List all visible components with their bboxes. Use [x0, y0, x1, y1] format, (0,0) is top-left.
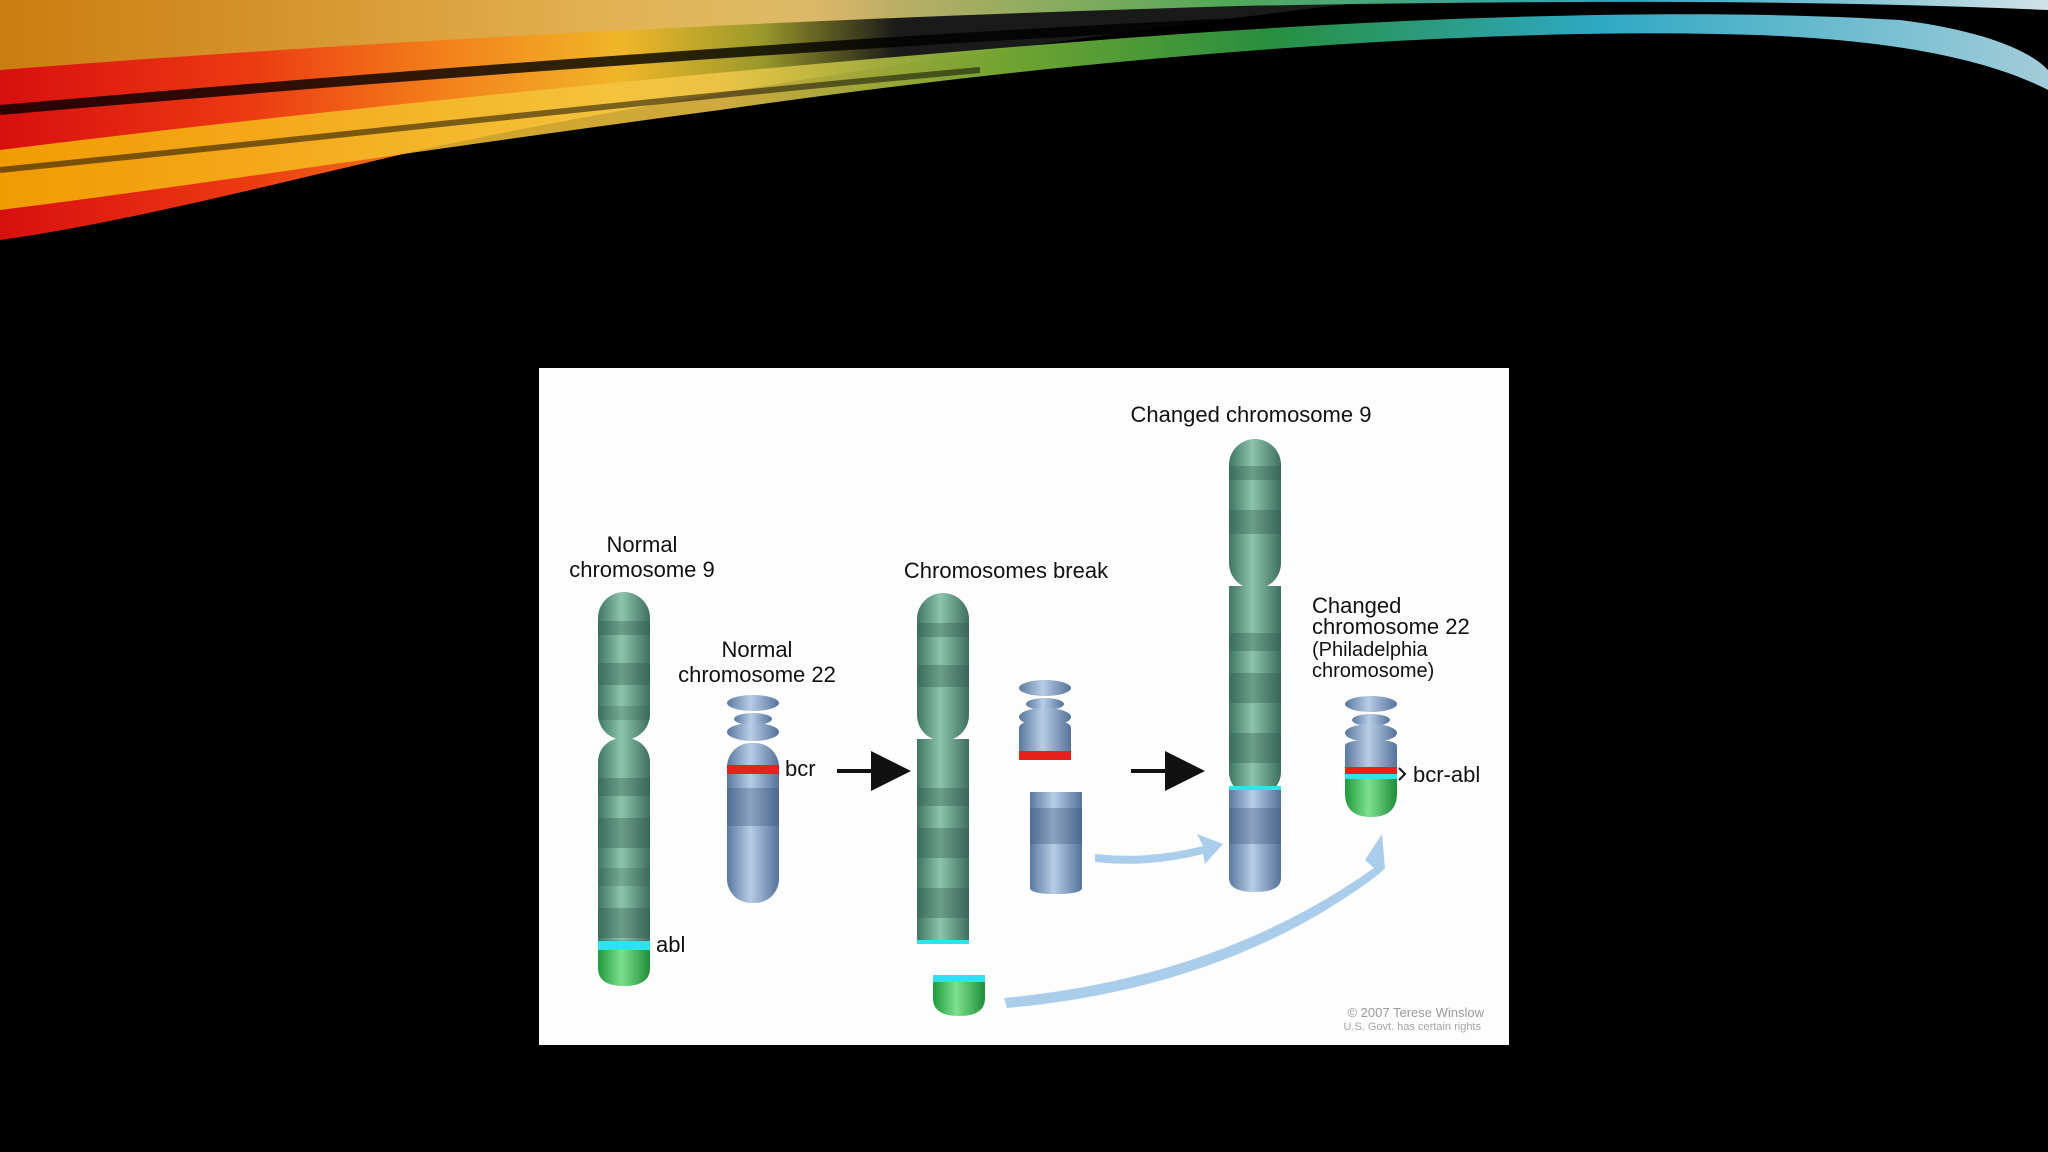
- changed-9-label: Changed chromosome 9: [1131, 402, 1372, 427]
- normal-chromosome-9: [598, 592, 650, 986]
- decorative-swoosh: [0, 0, 2048, 240]
- normal-chromosome-22: [727, 695, 779, 903]
- translocation-diagram: Normal chromosome 9 abl Normal chromosom…: [539, 368, 1509, 1045]
- broken-chromosome-22-top: [1019, 680, 1071, 760]
- normal-22-label-line2: chromosome 22: [678, 662, 836, 687]
- broken-chromosome-22-bottom: [1030, 792, 1082, 894]
- break-label: Chromosomes break: [904, 558, 1109, 583]
- philadelphia-label-line2: chromosome): [1312, 660, 1434, 682]
- bcr-label: bcr: [785, 756, 816, 781]
- bcr-abl-pointer: [1398, 767, 1407, 781]
- philadelphia-label-line1: (Philadelphia: [1312, 639, 1429, 661]
- changed-chromosome-22: [1345, 696, 1397, 817]
- changed-chromosome-9: [1229, 439, 1281, 892]
- abl-fragment: [933, 975, 985, 1016]
- broken-chromosome-9: [917, 593, 969, 944]
- changed-22-label-line1: Changed: [1312, 593, 1401, 618]
- credit-line1: © 2007 Terese Winslow: [1347, 1005, 1484, 1020]
- credit-line2: U.S. Govt. has certain rights: [1343, 1021, 1481, 1033]
- diagram-canvas: Normal chromosome 9 abl Normal chromosom…: [569, 402, 1484, 1033]
- normal-22-label-line1: Normal: [722, 637, 793, 662]
- move-arrow-22-to-9: [1095, 834, 1223, 864]
- abl-label: abl: [656, 932, 685, 957]
- changed-22-label-line2: chromosome 22: [1312, 614, 1470, 639]
- normal-9-label-line1: Normal: [607, 532, 678, 557]
- bcr-abl-label: bcr-abl: [1413, 762, 1480, 787]
- normal-9-label-line2: chromosome 9: [569, 557, 715, 582]
